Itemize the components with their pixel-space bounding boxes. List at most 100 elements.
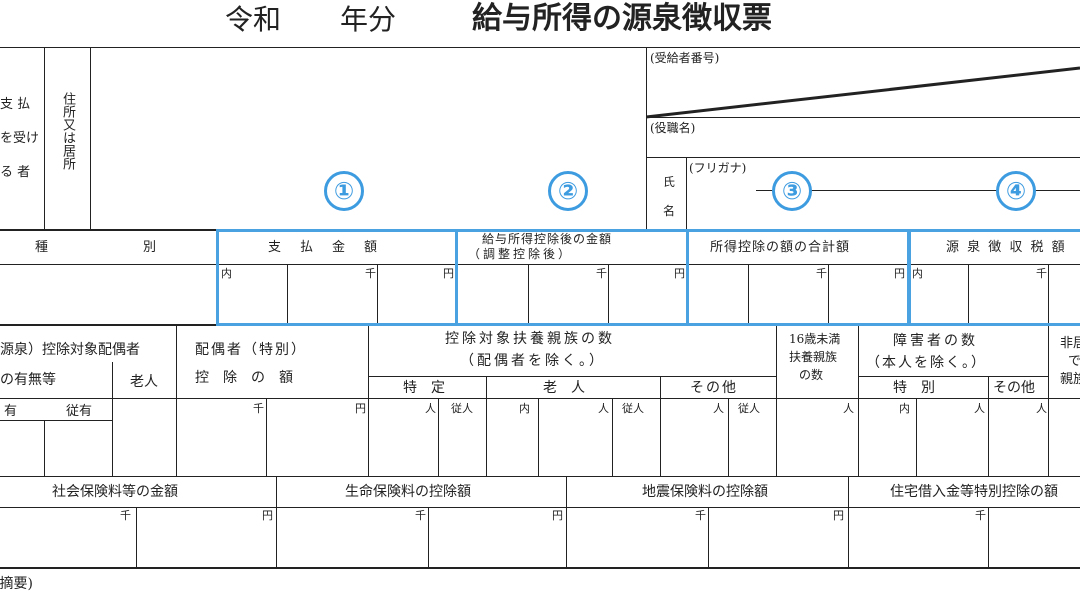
income-after-deduction-label-2: （調整控除後）: [468, 247, 574, 261]
form-title: 給与所得の源泉徴収票: [472, 1, 772, 36]
unit-nai: 内: [519, 402, 530, 415]
year-unit-label: 年分: [340, 3, 397, 36]
unit-en: 円: [443, 267, 454, 280]
name-label-1: 氏: [663, 175, 676, 189]
row2-sub-left2: [858, 398, 1080, 399]
marker-4: ④: [996, 171, 1036, 211]
unit-nin: 人: [974, 402, 985, 415]
housing-loan-label: 住宅借入金等特別控除の額: [890, 484, 1058, 500]
unit-nin: 人: [713, 402, 724, 415]
rojin-label: 老人: [130, 374, 158, 390]
row3-subdiv: [428, 507, 429, 567]
sub-div: [748, 264, 749, 324]
unit-junin: 従人: [738, 402, 760, 415]
unit-sen: 千: [1036, 267, 1047, 280]
unit-sen: 千: [695, 509, 706, 522]
row3-subdiv: [136, 507, 137, 567]
unit-sen: 千: [975, 509, 986, 522]
unit-nin: 人: [425, 402, 436, 415]
dependents-label-2: （配偶者を除く。）: [460, 353, 606, 369]
row3-div: [848, 476, 849, 567]
deduction-total-label: 所得控除の額の合計額: [710, 240, 851, 255]
spouse-label-1: （源泉）控除対象配偶者: [0, 342, 140, 358]
life-insurance-label: 生命保険料の控除額: [345, 484, 471, 500]
unit-nin: 人: [598, 402, 609, 415]
row3-div: [566, 476, 567, 567]
row2-div: [916, 398, 917, 476]
row2-div: [1048, 326, 1049, 476]
row2-div: [486, 376, 487, 476]
tekiyo-label: (摘要): [0, 576, 33, 592]
sub-div: [828, 264, 829, 324]
payer-label-3: る 者: [0, 165, 31, 180]
nonresident-label-2: で: [1068, 354, 1080, 369]
row2-div: [112, 362, 113, 476]
row2-div: [368, 326, 369, 476]
marker-2: ②: [548, 171, 588, 211]
unit-en: 円: [894, 267, 905, 280]
earthquake-insurance-label: 地震保険料の控除額: [642, 484, 768, 500]
address-label: 住所又は居所: [60, 92, 75, 170]
disabled-label-2: （本人を除く。）: [866, 355, 987, 371]
unit-sen: 千: [365, 267, 376, 280]
address-divider: [90, 47, 91, 229]
top-border: [0, 47, 1080, 48]
unit-en: 円: [552, 509, 563, 522]
highlight-box-4: [907, 229, 1080, 326]
row3-subdiv: [988, 507, 989, 567]
rojin2-label: 老 人: [543, 380, 585, 396]
furigana-line: [756, 190, 1080, 191]
spouse-special-label-2: 控 除 の 額: [195, 370, 293, 386]
social-insurance-label: 社会保険料等の金額: [52, 484, 178, 500]
row2-div: [538, 398, 539, 476]
unit-nai: 内: [221, 267, 232, 280]
dependents-label-1: 控除対象扶養親族の数: [445, 331, 615, 347]
unit-sen: 千: [816, 267, 827, 280]
row2-div: [438, 398, 439, 476]
unit-nai: 内: [899, 402, 910, 415]
row2-div: [176, 326, 177, 476]
recipient-number-label: (受給者番号): [650, 51, 720, 65]
row3-div: [276, 476, 277, 567]
spouse-sub: [0, 420, 112, 421]
income-after-deduction-label-1: 給与所得控除後の金額: [482, 232, 613, 246]
era-label: 令和: [225, 3, 282, 36]
under16-label-2: 扶養親族: [789, 350, 838, 364]
marker-1: ①: [324, 171, 364, 211]
row2-sub-right: [858, 376, 1048, 377]
recipient-divider: [646, 47, 647, 229]
type-label-2: 別: [143, 240, 157, 255]
under16-label-3: の数: [799, 368, 824, 382]
unit-sen: 千: [253, 402, 264, 415]
spouse-special-label-1: 配偶者（特別）: [195, 342, 307, 358]
juyu-label: 従有: [66, 404, 93, 419]
unit-junin: 従人: [451, 402, 473, 415]
unit-en: 円: [262, 509, 273, 522]
under16-label-1: 16歳未満: [789, 332, 841, 346]
row2-bottom: [0, 476, 1080, 477]
row2-div: [266, 398, 267, 476]
recipient-line-1: [646, 117, 1080, 118]
row2-sub: [368, 376, 776, 377]
row2-div: [44, 420, 45, 476]
row2-div: [776, 326, 777, 476]
recipient-line-2: [646, 157, 1080, 158]
unit-en: 円: [833, 509, 844, 522]
row1-mid: [0, 264, 1080, 265]
sub-div: [608, 264, 609, 324]
row3-bottom: [0, 567, 1080, 569]
name-divider: [686, 157, 687, 229]
yu-label: 有: [4, 404, 18, 419]
unit-sen: 千: [596, 267, 607, 280]
row2-div: [858, 326, 859, 476]
left-divider: [44, 47, 45, 229]
sub-div: [287, 264, 288, 324]
unit-sen: 千: [415, 509, 426, 522]
payer-label-2: を受け: [0, 131, 40, 146]
unit-en: 円: [674, 267, 685, 280]
unit-nin: 人: [1036, 402, 1047, 415]
row3-subdiv: [708, 507, 709, 567]
row2-sub-left: [0, 398, 858, 399]
unit-sen: 千: [120, 509, 131, 522]
furigana-label: (フリガナ): [689, 161, 747, 175]
